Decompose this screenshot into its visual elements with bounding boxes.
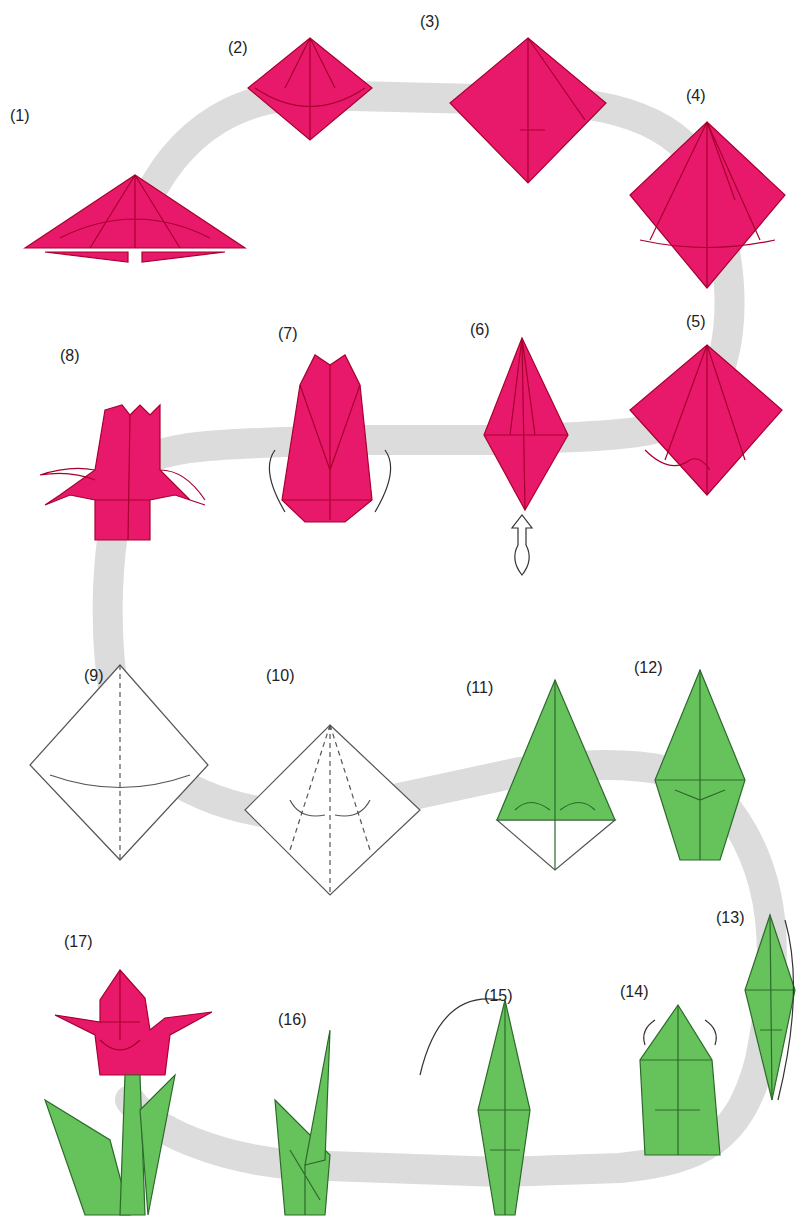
step-number: (15) — [484, 988, 512, 1004]
paper-squares — [30, 665, 615, 895]
step-number: (6) — [470, 322, 490, 338]
step-number: (11) — [466, 680, 493, 696]
step-number: (13) — [716, 910, 744, 926]
step-number: (8) — [60, 348, 80, 364]
step-number: (5) — [686, 314, 706, 330]
step-number: (2) — [228, 40, 248, 56]
step-number: (4) — [686, 88, 706, 104]
step-number: (9) — [84, 668, 104, 684]
step-number: (1) — [10, 108, 30, 124]
fold-arrows — [269, 450, 793, 1100]
step-number: (7) — [278, 326, 298, 342]
green-steps — [45, 670, 795, 1215]
pink-steps — [25, 38, 785, 1075]
step-number: (16) — [278, 1012, 306, 1028]
flow-band — [108, 95, 772, 1172]
step-number: (17) — [64, 934, 92, 950]
step-number: (14) — [620, 984, 648, 1000]
step-number: (12) — [634, 660, 662, 676]
step-number: (3) — [420, 14, 440, 30]
step-number: (10) — [266, 668, 294, 684]
